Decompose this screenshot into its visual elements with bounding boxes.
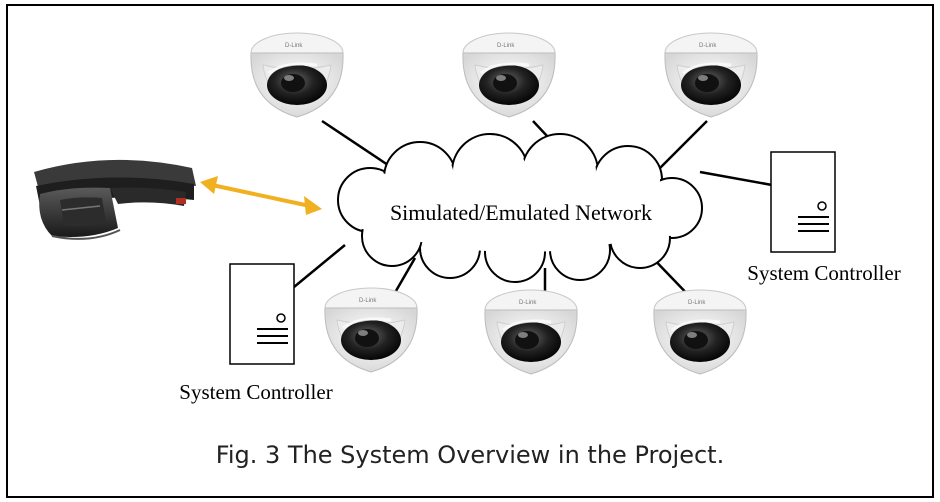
server-tower-icon <box>770 151 836 253</box>
network-cloud: Simulated/Emulated Network <box>337 133 703 283</box>
camera-brand-label: D-Link <box>688 300 706 306</box>
network-label: Simulated/Emulated Network <box>390 200 652 225</box>
dome-camera-icon: D-Link <box>323 286 419 374</box>
camera-brand-label: D-Link <box>359 298 377 304</box>
link-controller-right <box>699 170 773 187</box>
link-controller-left <box>293 244 346 288</box>
link-camera-3 <box>654 120 708 174</box>
camera-brand-label: D-Link <box>519 300 537 306</box>
controller-right-label: System Controller <box>747 261 900 285</box>
figure-caption: Fig. 3 The System Overview in the Projec… <box>215 441 725 469</box>
camera-brand-label: D-Link <box>497 43 515 49</box>
controller-left-label: System Controller <box>179 380 332 404</box>
dome-camera-icon: D-Link <box>652 288 748 376</box>
camera-brand-label: D-Link <box>285 43 303 49</box>
dome-camera-icon: D-Link <box>663 31 759 119</box>
camera-brand-label: D-Link <box>699 43 717 49</box>
mixed-reality-headset-icon <box>34 159 196 240</box>
dome-camera-icon: D-Link <box>249 31 345 119</box>
dome-camera-icon: D-Link <box>483 288 579 376</box>
bidirectional-arrow <box>200 176 322 215</box>
dome-camera-icon: D-Link <box>461 31 557 119</box>
server-tower-icon <box>229 263 295 365</box>
